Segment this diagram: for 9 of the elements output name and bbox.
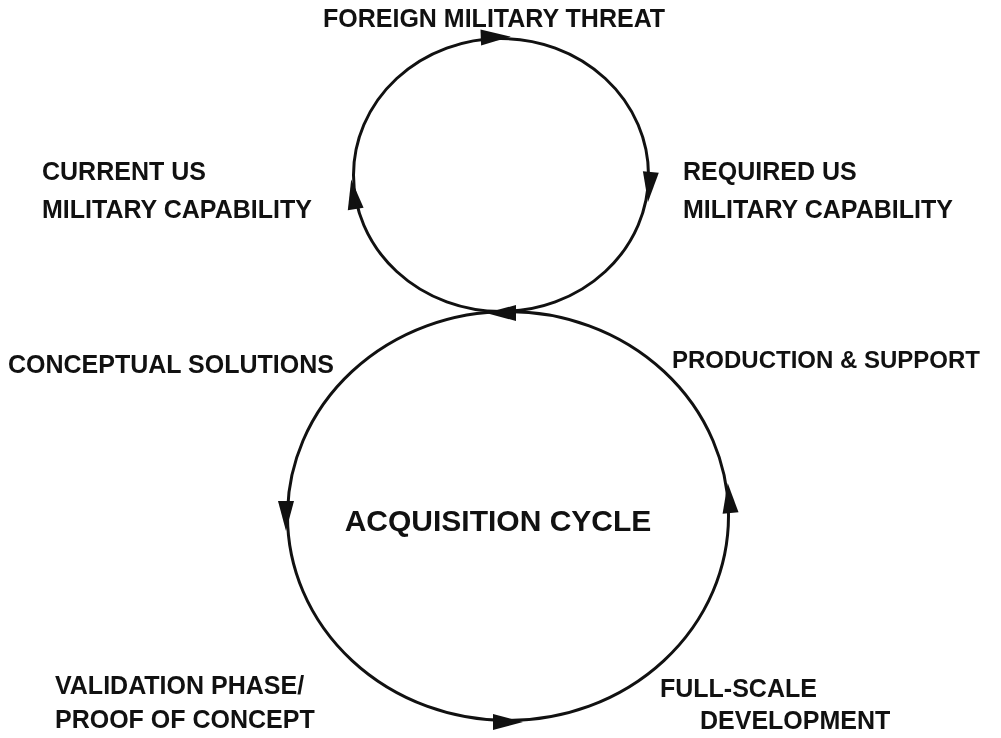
cycle-circle <box>352 37 650 313</box>
stage-label: PRODUCTION & SUPPORT <box>672 346 980 374</box>
cycle-title: ACQUISITION CYCLE <box>344 504 652 538</box>
stage-label: VALIDATION PHASE/ PROOF OF CONCEPT <box>55 670 316 735</box>
stage-label: CURRENT US MILITARY CAPABILITY <box>42 156 313 225</box>
stage-label: FOREIGN MILITARY THREAT <box>323 4 666 32</box>
stage-label: FULL-SCALE DEVELOPMENT <box>660 673 892 736</box>
stage-label: REQUIRED US MILITARY CAPABILITY <box>683 156 954 225</box>
stage-label: CONCEPTUAL SOLUTIONS <box>8 350 334 378</box>
